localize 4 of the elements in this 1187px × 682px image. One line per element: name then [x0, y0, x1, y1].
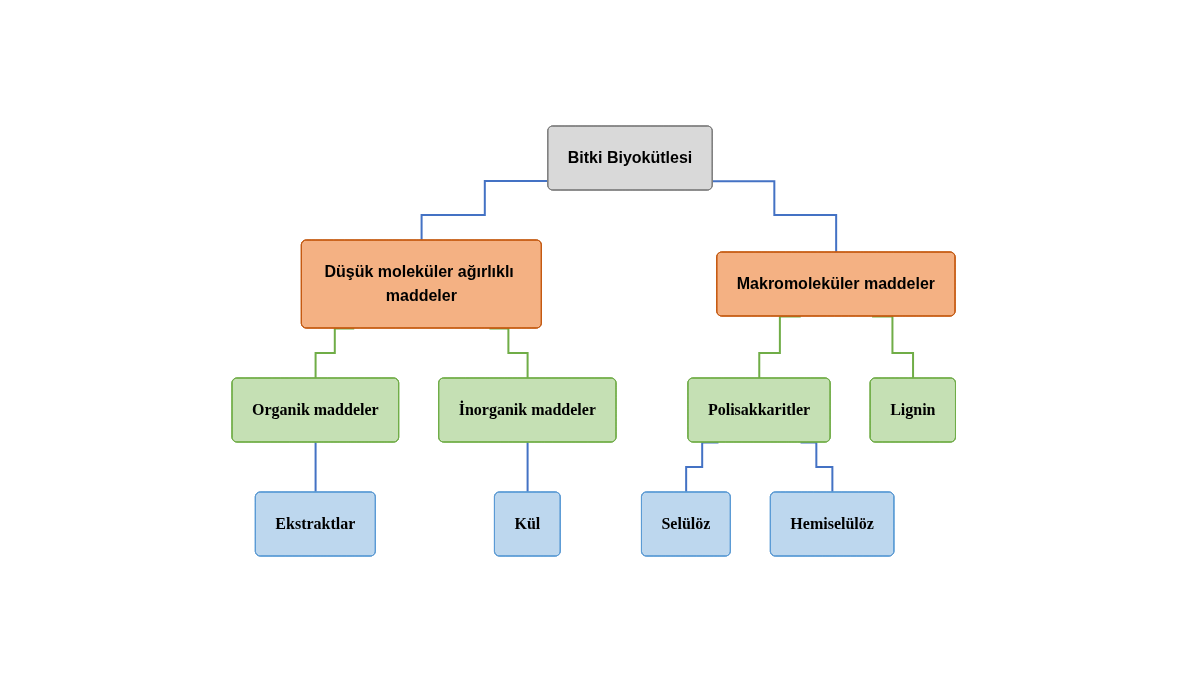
connector: [526, 441, 529, 494]
connector: [420, 179, 549, 242]
connector: [314, 441, 317, 494]
connector: [711, 180, 838, 254]
